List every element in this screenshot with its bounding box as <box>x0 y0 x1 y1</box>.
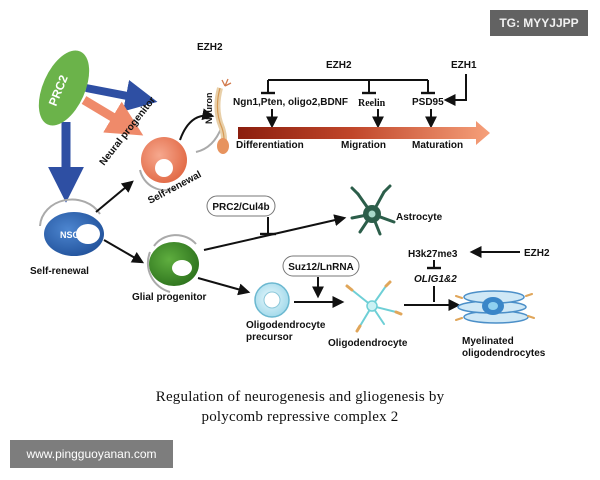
ezh2-top-label: EZH2 <box>197 42 223 53</box>
prc2-salmon-arrow <box>81 96 144 136</box>
nsc-to-neural-arrow <box>95 180 134 213</box>
suz12-box <box>282 255 360 277</box>
myelinated-cell <box>455 290 535 324</box>
ezh2-mid-label: EZH2 <box>326 60 352 71</box>
caption-line1: Regulation of neurogenesis and gliogenes… <box>155 389 445 405</box>
nsc-to-glial-arrow <box>103 239 145 264</box>
nsc-body <box>44 212 104 256</box>
oligodendrocyte-cell <box>345 280 403 333</box>
ezh2-right-label: EZH2 <box>524 248 550 259</box>
astrocyte-label: Astrocyte <box>396 212 443 223</box>
olig-label: OLIG1&2 <box>414 274 457 285</box>
genes-label: Ngn1,Pten, oligo2,BDNF <box>233 97 348 108</box>
h3k27me3-label: H3k27me3 <box>408 249 458 260</box>
caption-line2: polycomb repressive complex 2 <box>201 409 399 425</box>
glial-progenitor-cell <box>146 234 199 293</box>
myelinated-label-line1: Myelinated <box>462 336 514 347</box>
astrocyte-cell <box>350 184 396 236</box>
oligo-tips <box>345 280 403 333</box>
differentiation-label: Differentiation <box>236 140 304 151</box>
neuron-cell <box>214 78 232 154</box>
opc-nucleus <box>263 291 281 309</box>
neural-cell-membrane <box>139 169 177 192</box>
ezh1-label: EZH1 <box>451 60 477 71</box>
neural-progenitor-cell <box>139 137 187 192</box>
reelin-label: Reelin <box>358 98 386 109</box>
development-bar <box>238 121 490 145</box>
nsc-label: NSC <box>60 230 80 240</box>
neuron-label: Neuron <box>204 93 214 125</box>
watermark-top-right: TG: MYYJJPP <box>490 10 588 36</box>
prc2-shape <box>38 50 90 126</box>
migration-label: Migration <box>341 140 386 151</box>
self-renewal-left-label: Self-renewal <box>30 266 89 277</box>
maturation-label: Maturation <box>412 140 463 151</box>
ezh2-inhibition-bracket: EZH2 <box>261 60 435 95</box>
oligo-soma <box>366 300 378 312</box>
nsc-membrane <box>39 198 101 227</box>
ezh1-to-psd95-arrow <box>443 74 467 106</box>
astrocyte-nucleus <box>368 210 376 218</box>
nsc-nucleus <box>76 224 100 244</box>
myelin-tips <box>455 293 535 321</box>
prc2-cul4b-box <box>206 195 276 217</box>
prc2-blue-arrow <box>85 80 158 112</box>
glial-nucleus <box>172 260 192 276</box>
oligodendrocyte-label: Oligodendrocyte <box>328 338 408 349</box>
nsc-cell: NSC <box>39 198 104 256</box>
glial-to-opc-arrow <box>197 277 251 296</box>
myelin-nucleus <box>488 302 498 310</box>
suz12-label: Suz12/LnRNA <box>288 262 354 273</box>
neuron-soma <box>217 138 229 154</box>
psd95-label: PSD95 <box>412 97 444 108</box>
glial-membrane-left <box>146 251 171 293</box>
myelinated-label-line2: oligodendrocytes <box>462 348 546 359</box>
opc-label-line1: Oligodendrocyte <box>246 320 326 331</box>
prc2-group: PRC2 <box>38 50 158 203</box>
neuron-dendrites <box>221 78 232 87</box>
neural-to-neuron-arrow <box>179 108 215 141</box>
watermark-bottom-left: www.pingguoyanan.com <box>10 440 173 468</box>
neural-cell-nucleus <box>155 159 173 177</box>
glial-membrane-top <box>153 234 197 247</box>
opc-cell <box>254 282 290 318</box>
prc2-cul4b-label: PRC2/Cul4b <box>212 202 269 213</box>
glial-progenitor-label: Glial progenitor <box>132 292 207 303</box>
opc-label-line2: precursor <box>246 332 293 343</box>
